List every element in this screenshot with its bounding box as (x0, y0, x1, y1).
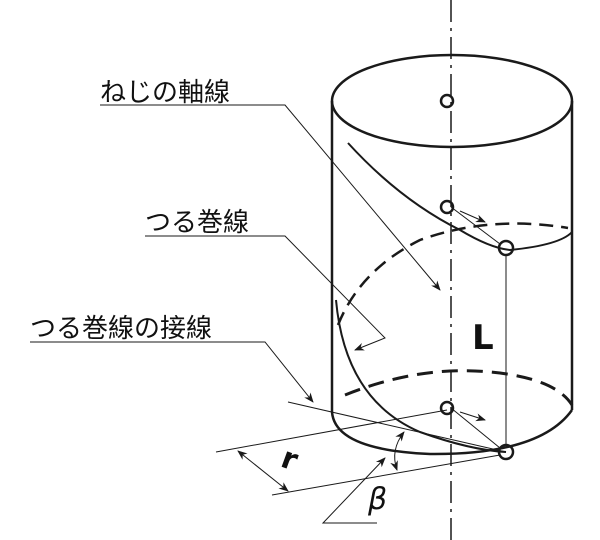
helix-front-lower (335, 299, 507, 453)
helix-leader (145, 235, 386, 351)
angle-label: β (368, 482, 388, 517)
axis-point (439, 400, 455, 416)
angle-leader (321, 457, 386, 524)
tangent-leader (30, 341, 314, 403)
tangent-line (287, 401, 507, 453)
helix-front-upper (347, 142, 573, 252)
axis-point (439, 93, 455, 109)
cylinder-bottom-back (344, 369, 574, 406)
cylinder-bottom-front (330, 409, 574, 456)
screw-axis-leader (100, 104, 441, 291)
helix-label: つる巻線 (145, 208, 250, 238)
helix-tangent-label: つる巻線の接線 (30, 314, 213, 344)
angle-arc (390, 431, 405, 471)
axis-point (439, 199, 455, 215)
helix-back-dashed (336, 222, 569, 326)
lead-label: L (472, 318, 494, 358)
screw-axis-label: ねじの軸線 (100, 78, 231, 108)
radius-dimension (237, 450, 289, 492)
